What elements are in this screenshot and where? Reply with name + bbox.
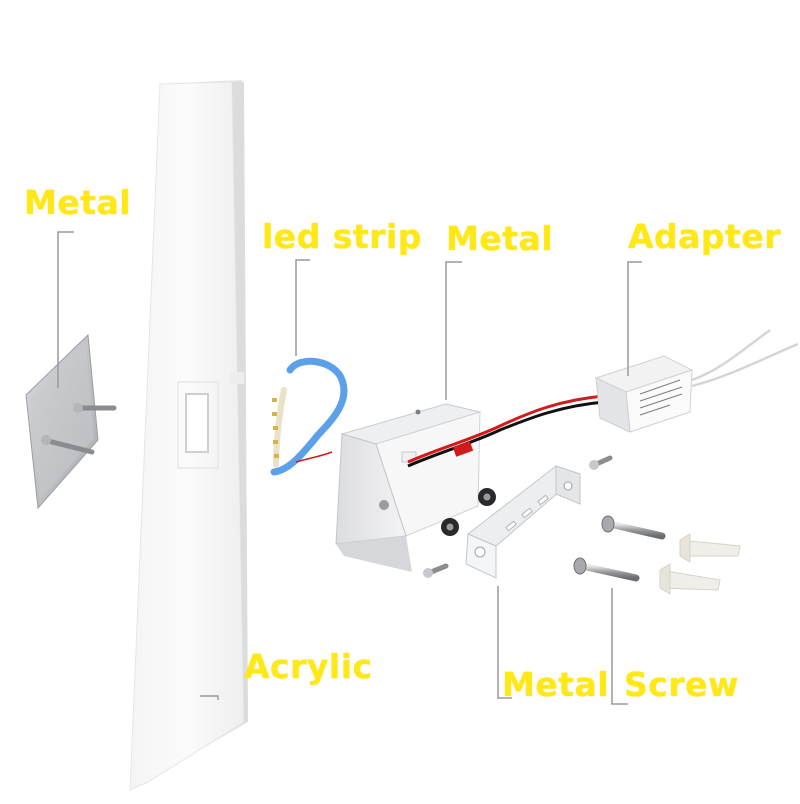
panel-cutout [186,394,208,452]
leader-led-strip [296,260,310,356]
wood-screws [574,516,662,578]
leader-metal-box [446,262,462,400]
label-metal-bracket: Metal [502,668,609,701]
metal-bracket [466,466,580,578]
label-led-strip: led strip [262,220,422,253]
label-screw: Screw [624,668,739,701]
acrylic-panel [130,80,248,790]
label-metal-plate: Metal [24,186,131,219]
leader-adapter [628,262,642,376]
metal-junction-box [336,404,480,572]
led-adapter [596,330,798,432]
metal-wall-plate [26,335,114,508]
label-metal-box: Metal [446,222,553,255]
led-strip [272,361,344,472]
label-acrylic: Acrylic [244,650,373,683]
wall-anchors [660,534,740,594]
box-hole [379,500,389,510]
label-adapter: Adapter [628,220,781,253]
